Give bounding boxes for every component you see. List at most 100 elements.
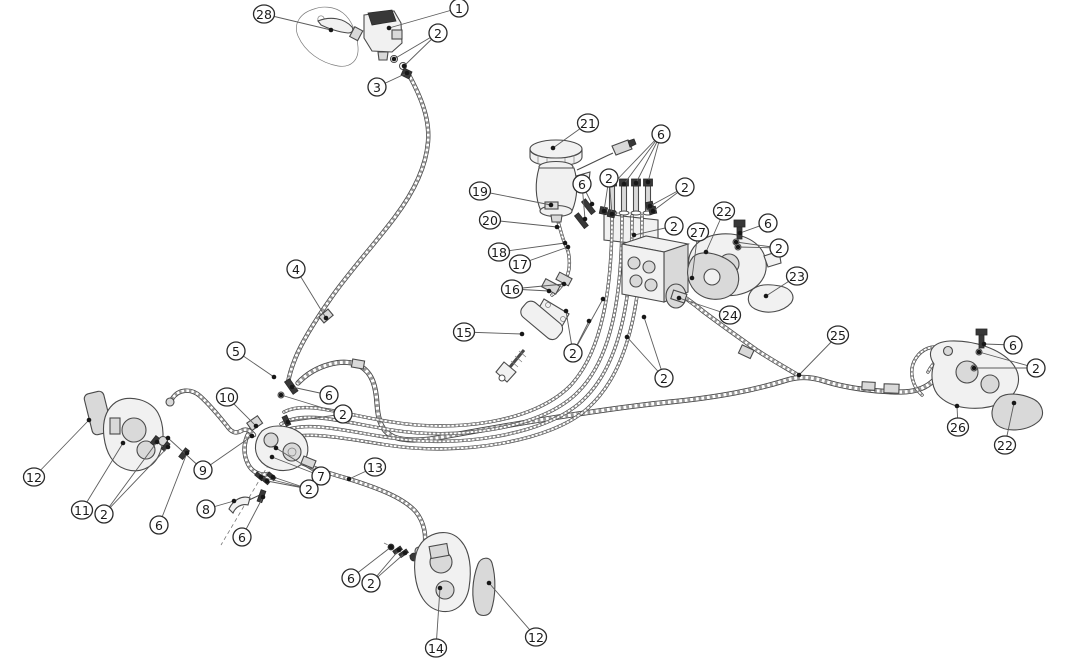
leader-dot — [554, 224, 560, 230]
callout-2: 2 — [599, 168, 619, 188]
brake-pad — [472, 557, 496, 617]
callout-number: 6 — [238, 530, 246, 545]
leader-dot — [609, 211, 615, 217]
callout-number: 6 — [657, 127, 665, 142]
callout-number: 21 — [580, 116, 596, 131]
leader-dot — [391, 56, 397, 62]
callout-6: 6 — [319, 385, 339, 405]
leader-dot — [273, 445, 279, 451]
leader-dot — [676, 295, 682, 301]
callout-number: 2 — [434, 26, 442, 41]
callout-25: 25 — [826, 325, 850, 345]
leader-dot — [165, 435, 171, 441]
front-brake-lever-master-cylinder — [296, 6, 413, 80]
leader-dot — [289, 384, 295, 390]
leader-dot — [328, 27, 334, 33]
brake-lever-blade — [317, 17, 354, 34]
leader-dot — [733, 239, 739, 245]
leader-dot — [264, 478, 270, 484]
callout-number: 15 — [456, 325, 472, 340]
leader-dot — [589, 201, 595, 207]
callout-number: 6 — [578, 177, 586, 192]
leader-dot — [120, 440, 126, 446]
callout-6: 6 — [232, 527, 252, 547]
callout-number: 3 — [373, 80, 381, 95]
leader-dot — [582, 216, 588, 222]
callout-6: 6 — [572, 174, 592, 194]
callout-number: 23 — [789, 269, 805, 284]
leader-line — [103, 446, 169, 515]
leader-dot — [401, 63, 407, 69]
callout-5: 5 — [226, 341, 246, 361]
leader-dot — [285, 419, 291, 425]
callout-number: 27 — [690, 225, 706, 240]
callout-14: 14 — [424, 638, 448, 658]
callout-number: 2 — [367, 576, 375, 591]
leader-dot — [386, 25, 392, 31]
callout-28: 28 — [252, 4, 276, 24]
callout-23: 23 — [785, 266, 809, 286]
callout-number: 8 — [202, 502, 210, 517]
callout-number: 6 — [764, 216, 772, 231]
clevis-fork — [495, 361, 517, 383]
leader-dot — [165, 444, 171, 450]
callout-22: 22 — [993, 435, 1017, 455]
callout-24: 24 — [718, 305, 742, 325]
leader-dot — [486, 580, 492, 586]
leader-line — [202, 435, 253, 471]
callout-6: 6 — [1003, 335, 1023, 355]
callout-11: 11 — [70, 500, 94, 520]
leader-dot — [231, 498, 237, 504]
leader-dot — [260, 494, 266, 500]
leader-dot — [323, 315, 329, 321]
leader-dot — [737, 230, 743, 236]
callout-12: 12 — [524, 627, 548, 647]
callout-number: 6 — [325, 388, 333, 403]
callout-number: 2 — [660, 371, 668, 386]
callout-2: 2 — [563, 343, 583, 363]
callout-2: 2 — [333, 404, 353, 424]
leader-dot — [763, 293, 769, 299]
leader-dot — [650, 208, 656, 214]
callout-number: 4 — [292, 262, 300, 277]
callout-4: 4 — [286, 259, 306, 279]
callout-number: 2 — [670, 219, 678, 234]
callout-2: 2 — [769, 238, 789, 258]
sensor-connector — [611, 139, 633, 156]
leader-dot — [703, 249, 709, 255]
callout-2: 2 — [654, 368, 674, 388]
leader-dot — [600, 296, 606, 302]
leader-dot — [550, 145, 556, 151]
master-cylinder-cap — [367, 9, 397, 26]
callout-27: 27 — [686, 222, 710, 242]
callout-number: 2 — [305, 482, 313, 497]
leader-dot — [735, 244, 741, 250]
callout-number: 28 — [256, 7, 272, 22]
callout-number: 2 — [775, 241, 783, 256]
leader-dot — [271, 374, 277, 380]
leader-line — [489, 219, 558, 228]
leader-dot — [388, 544, 394, 550]
left-caliper-assembly — [83, 390, 191, 472]
leader-line — [978, 351, 1037, 369]
leader-dot — [184, 450, 190, 456]
leader-dot — [519, 331, 525, 337]
front-brake-hose — [288, 75, 428, 383]
leader-line — [479, 190, 552, 206]
leader-dot — [1011, 400, 1017, 406]
brake-pad — [991, 393, 1043, 431]
brake-fluid-reservoir — [529, 138, 637, 223]
callout-6: 6 — [758, 213, 778, 233]
mount-bracket — [228, 496, 251, 514]
callout-2: 2 — [94, 504, 114, 524]
leader-dot — [402, 550, 408, 556]
callout-26: 26 — [946, 417, 970, 437]
callout-number: 18 — [491, 245, 507, 260]
leader-dot — [601, 208, 607, 214]
callout-12: 12 — [22, 467, 46, 487]
leader-line — [158, 452, 188, 526]
brake-pad — [747, 284, 794, 313]
callout-number: 20 — [482, 213, 498, 228]
